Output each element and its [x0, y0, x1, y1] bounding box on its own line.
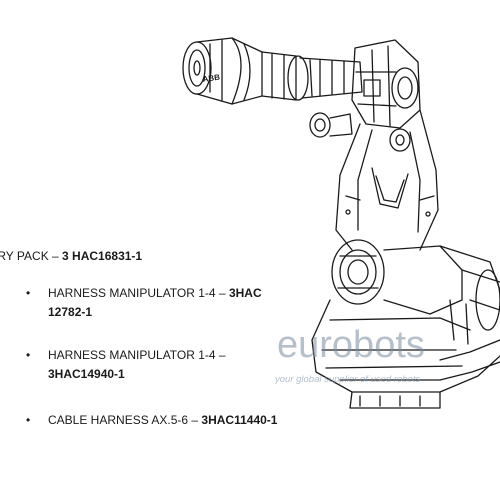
list-item: • HARNESS MANIPULATOR 1-4 – 3HAC14940-1 [26, 346, 277, 384]
bullet-icon: • [26, 413, 31, 427]
battery-pack-heading: TERY PACK – 3 HAC16831-1 [0, 247, 142, 265]
lower-arm [335, 109, 439, 251]
part-code: 3HAC11440-1 [201, 413, 278, 427]
bullet-icon: • [26, 348, 31, 362]
part-name: HARNESS MANIPULATOR 1-4 – [48, 286, 229, 300]
parts-list: • HARNESS MANIPULATOR 1-4 – 3HAC 12782-1… [26, 284, 277, 430]
part-name: HARNESS MANIPULATOR 1-4 – [48, 348, 226, 362]
abb-logo: ABB [202, 73, 221, 84]
part-name: CABLE HARNESS AX.5-6 – [48, 413, 202, 427]
list-item: • CABLE HARNESS AX.5-6 – 3HAC11440-1 [26, 411, 277, 430]
upper-arm [299, 57, 363, 99]
part-code: 3HAC14940-1 [48, 367, 125, 381]
counterbalance [439, 245, 500, 331]
list-item: • HARNESS MANIPULATOR 1-4 – 3HAC 12782-1 [26, 284, 277, 322]
part-code-continued: 12782-1 [48, 305, 93, 319]
elbow-housing [351, 39, 421, 129]
battery-pack-label: TERY PACK – [0, 249, 59, 263]
axis-motor [309, 112, 411, 152]
part-code: 3HAC [228, 286, 262, 300]
battery-pack-code: 3 HAC16831-1 [62, 249, 143, 263]
bullet-icon: • [26, 286, 31, 300]
tool-flange [182, 37, 263, 105]
shoulder-joint [331, 239, 463, 315]
robot-base [311, 299, 500, 409]
wrist-housing [261, 51, 309, 101]
